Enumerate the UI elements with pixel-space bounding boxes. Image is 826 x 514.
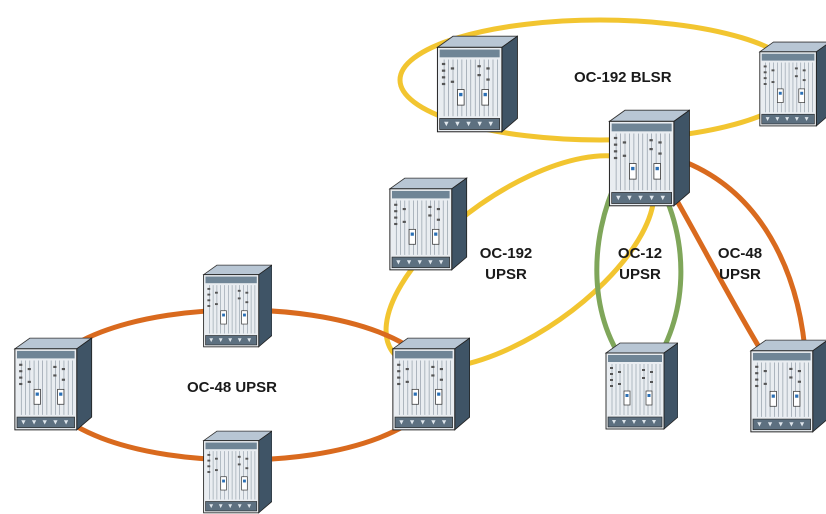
network-element-icon[interactable] [203, 430, 272, 514]
network-element-icon[interactable] [203, 264, 272, 348]
network-element-icon[interactable] [759, 41, 826, 127]
oc192-upsr-label-line2: UPSR [485, 266, 527, 283]
oc192-blsr-label: OC-192 BLSR [574, 69, 672, 86]
oc48-upsr-right-label-line2: UPSR [719, 266, 761, 283]
oc12-upsr-label-line2: UPSR [619, 266, 661, 283]
oc192-upsr-label-line1: OC-192 [480, 245, 533, 262]
oc48-upsr-right-label-line1: OC-48 [718, 245, 762, 262]
network-element-icon[interactable] [750, 339, 826, 433]
network-element-icon[interactable] [436, 35, 518, 133]
network-element-icon[interactable] [14, 337, 93, 431]
ring-labels: OC-192 BLSR OC-192 UPSR OC-12 UPSR OC-48… [187, 69, 762, 396]
network-element-icon[interactable] [389, 177, 468, 271]
network-element-icon[interactable] [608, 109, 690, 207]
network-element-icon[interactable] [392, 337, 470, 431]
oc12-upsr-label-line1: OC-12 [618, 245, 662, 262]
network-element-icon[interactable] [605, 342, 678, 430]
oc48-upsr-left-label: OC-48 UPSR [187, 379, 277, 396]
